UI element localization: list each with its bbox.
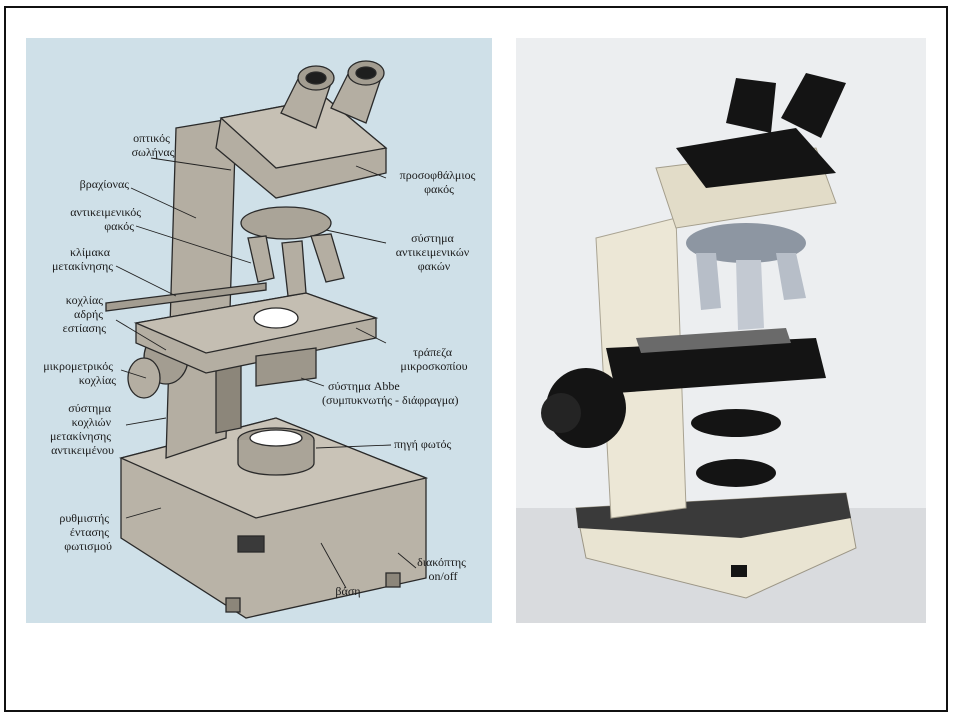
labeled-microscope-diagram: οπτικός σωλήνας βραχίονας αντικειμενικός… <box>26 38 492 623</box>
microscope-photo <box>516 38 926 623</box>
label-base: βάση <box>335 584 360 598</box>
label-light-source: πηγή φωτός <box>394 437 452 451</box>
label-optical-tube: οπτικός σωλήνας <box>132 131 175 159</box>
label-arm: βραχίονας <box>80 177 130 191</box>
